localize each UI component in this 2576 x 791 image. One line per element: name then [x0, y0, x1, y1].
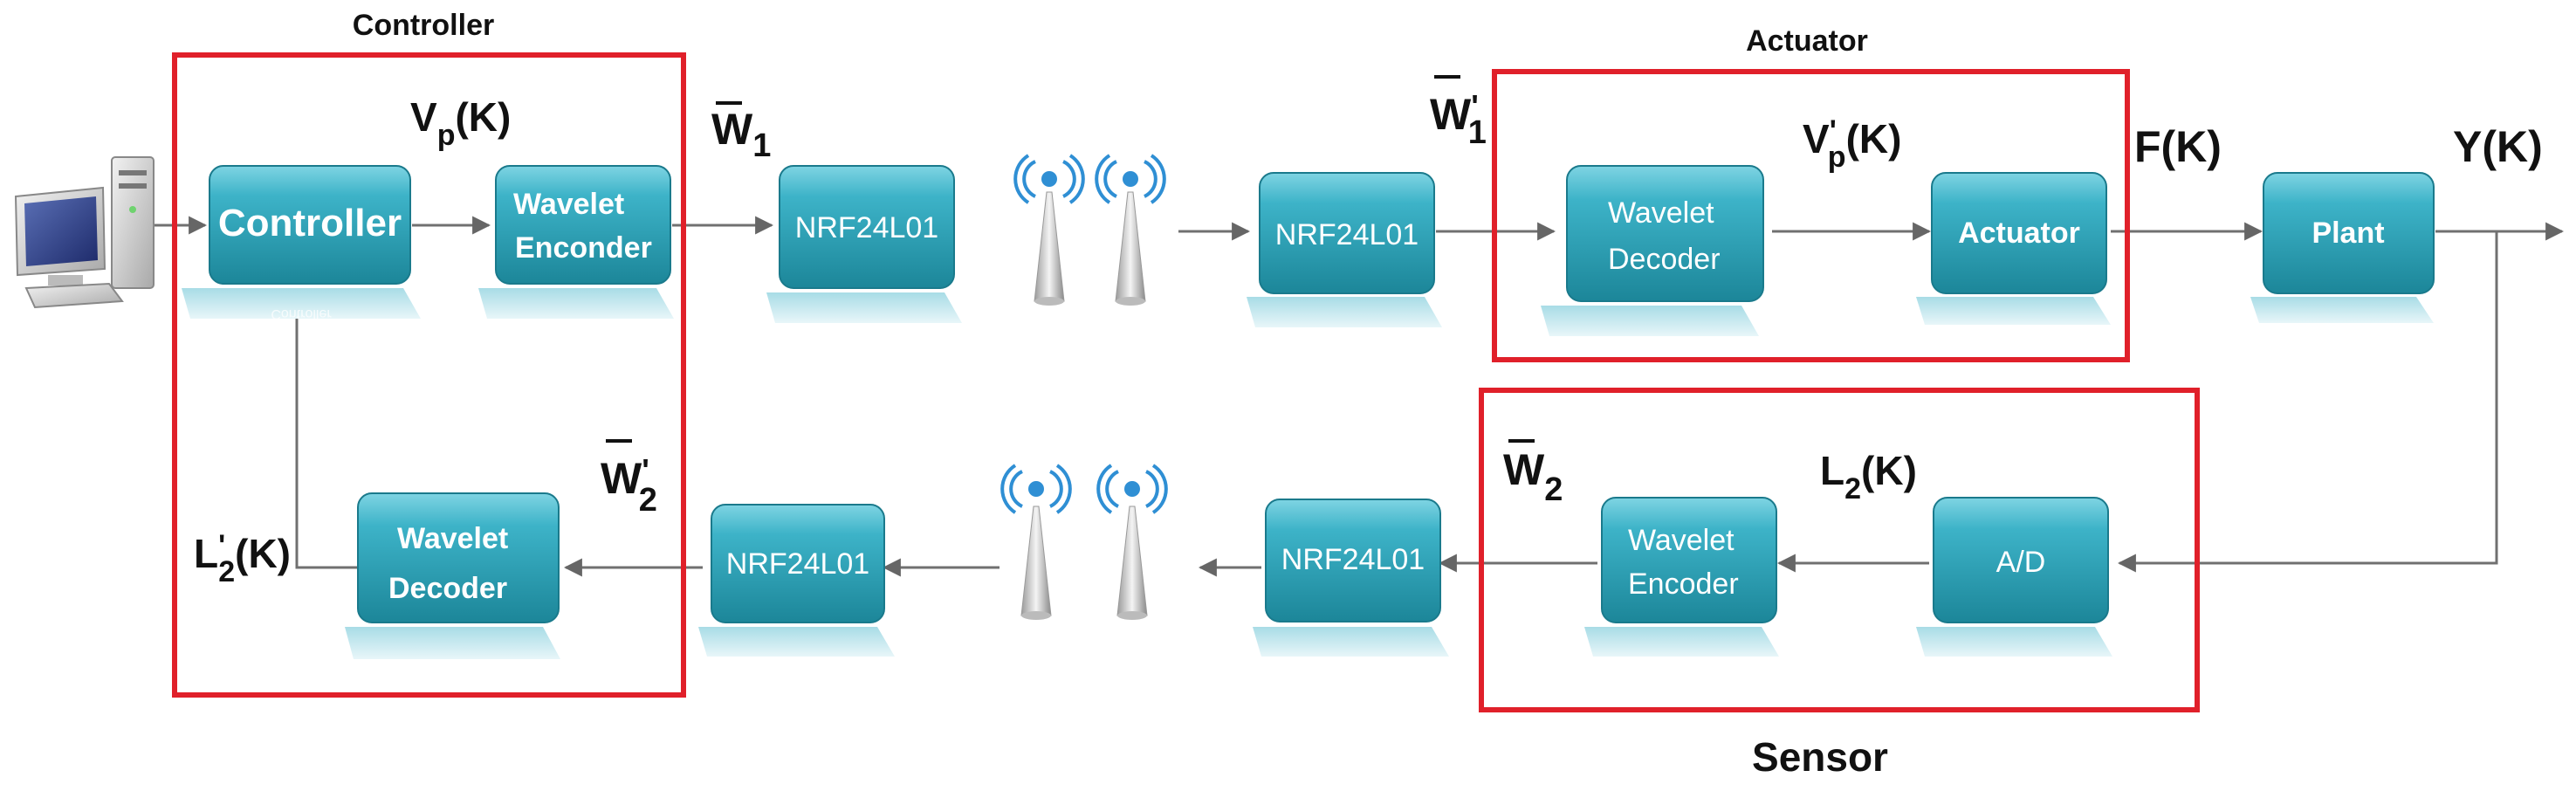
sensor-group-frame	[1479, 388, 2200, 712]
actuator-block: Actuator	[1916, 172, 2111, 325]
signal-vp: Vp(K)	[410, 94, 511, 152]
nrf24l01-block-4: NRF24L01	[1253, 499, 1449, 657]
svg-text:Enconder: Enconder	[515, 231, 652, 265]
signal-yk: Y(K)	[2453, 122, 2543, 171]
svg-text:W1: W1	[711, 105, 771, 164]
svg-text:NRF24L01: NRF24L01	[795, 211, 938, 244]
plant-block: Plant	[2250, 172, 2435, 323]
wavelet-decoder-controller-block: Wavelet Decoder	[345, 492, 560, 659]
wavelet-encoder-top-block: Wavelet Enconder	[478, 165, 674, 319]
svg-text:Controller: Controller	[218, 202, 402, 244]
signal-w1: W1	[711, 101, 771, 164]
signal-w2: W2	[1503, 439, 1563, 508]
controller-group-label: Controller	[353, 9, 494, 42]
signal-vp-prime: V'p(K)	[1803, 114, 1901, 174]
nrf24l01-block-1: NRF24L01	[766, 165, 962, 323]
svg-text:Encoder: Encoder	[1628, 567, 1739, 601]
signal-w1-prime: W'1	[1430, 75, 1487, 151]
svg-text:Decoder: Decoder	[1608, 243, 1721, 276]
actuator-group-label: Actuator	[1746, 24, 1868, 58]
svg-text:NRF24L01: NRF24L01	[1275, 218, 1419, 251]
signal-w2-prime: W'2	[601, 439, 657, 519]
antenna-icon	[1096, 464, 1168, 620]
wavelet-decoder-actuator-block: Wavelet Decoder	[1541, 165, 1764, 336]
svg-text:Wavelet: Wavelet	[1628, 524, 1735, 557]
svg-text:NRF24L01: NRF24L01	[726, 547, 869, 581]
svg-text:Wavelet: Wavelet	[1608, 196, 1714, 230]
controller-block: Controller Controller	[182, 165, 421, 321]
wire-output-feedback	[2117, 231, 2498, 573]
svg-text:Wavelet: Wavelet	[513, 188, 624, 221]
svg-text:W2: W2	[1503, 445, 1563, 508]
antenna-icon	[1000, 464, 1072, 620]
svg-text:W'2: W'2	[601, 452, 657, 519]
actuator-group-frame	[1492, 69, 2130, 362]
signal-wires	[150, 216, 2565, 577]
nrf24l01-block-3: NRF24L01	[698, 504, 895, 657]
wavelet-encoder-sensor-block: Wavelet Encoder	[1584, 497, 1779, 657]
nrf24l01-block-2: NRF24L01	[1247, 172, 1442, 327]
antenna-icon	[1095, 154, 1166, 306]
svg-text:NRF24L01: NRF24L01	[1281, 543, 1425, 576]
signal-l2-prime: L'2(K)	[194, 529, 291, 588]
svg-text:Actuator: Actuator	[1958, 217, 2080, 250]
svg-text:Plant: Plant	[2312, 217, 2384, 250]
controller-group-frame	[172, 52, 686, 698]
svg-text:Decoder: Decoder	[388, 572, 507, 605]
svg-text:Wavelet: Wavelet	[397, 522, 508, 555]
sensor-group-label: Sensor	[1752, 734, 1888, 780]
svg-text:Controller: Controller	[271, 306, 332, 321]
signal-l2: L2(K)	[1820, 448, 1917, 506]
computer-icon	[14, 156, 155, 309]
svg-text:W'1: W'1	[1430, 88, 1487, 151]
signal-fk: F(K)	[2134, 122, 2222, 171]
svg-text:A/D: A/D	[1996, 546, 2046, 579]
wire-decoder-controller	[287, 299, 358, 569]
antenna-icon	[1013, 154, 1085, 306]
ad-converter-block: A/D	[1916, 497, 2112, 657]
